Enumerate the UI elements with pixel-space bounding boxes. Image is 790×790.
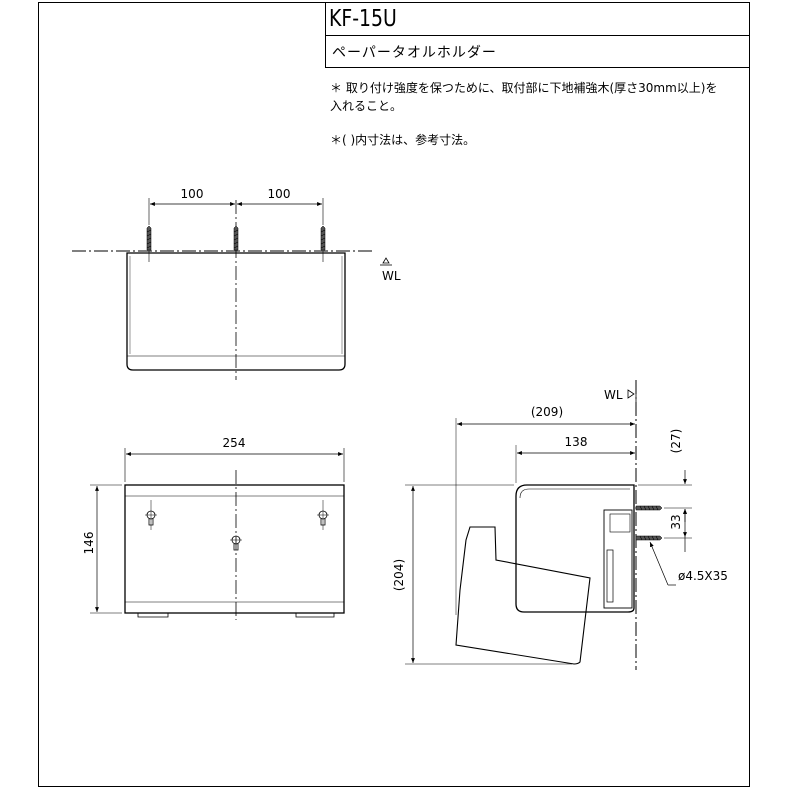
rear-keyhole-center [230, 535, 242, 551]
rear-foot-left [137, 613, 169, 618]
front-view [72, 198, 392, 380]
product-name: ペーパータオルホルダー [332, 45, 497, 61]
front-dim-right-label: 100 [268, 187, 291, 201]
side-dim-depth-label: 138 [565, 435, 588, 449]
rear-dim-height-label: 146 [82, 532, 96, 555]
title-block: KF-15U ペーパータオルホルダー [325, 2, 750, 68]
side-view [405, 380, 692, 670]
front-wl-label: WL [382, 269, 401, 283]
side-screw-spec-label: ø4.5X35 [678, 569, 728, 583]
title-block-model-row: KF-15U [326, 2, 750, 36]
side-body-outline [515, 484, 635, 613]
drawing-border [38, 2, 750, 787]
side-wl-triangle-icon [627, 389, 635, 399]
front-screw-center [233, 225, 239, 251]
side-paper-towel-stack [455, 526, 591, 665]
side-mount-bracket [603, 509, 633, 609]
side-screw-upper [635, 505, 663, 511]
side-dim-top-label: (27) [669, 429, 683, 454]
rear-foot-right [295, 613, 335, 618]
rear-keyhole-left [145, 500, 157, 530]
side-dim-height-total-label: (204) [392, 559, 406, 591]
rear-dim-width-label: 254 [223, 436, 246, 450]
front-screw-left [146, 225, 152, 262]
side-screw-spec-leader [649, 541, 669, 586]
rear-keyhole-right [317, 500, 329, 530]
model-number: KF-15U [329, 6, 397, 32]
front-wl-triangle-icon [382, 257, 390, 264]
rear-view [90, 448, 345, 620]
side-dim-screw-pitch-label: 33 [669, 514, 683, 529]
front-screw-right [320, 225, 326, 262]
note-reference-dimensions: ＊( )内寸法は、参考寸法。 [330, 133, 476, 147]
front-body-outline [126, 252, 346, 371]
front-dim-left-label: 100 [181, 187, 204, 201]
note-reinforcement-line1: ＊ 取り付け強度を保つために、取付部に下地補強木(厚さ30mm以上)を [330, 81, 718, 95]
side-screw-lower [635, 535, 663, 541]
rear-body-outline [124, 484, 345, 614]
side-wl-label: WL [604, 388, 623, 402]
side-dim-depth-total-label: (209) [531, 405, 563, 419]
note-reinforcement-line2: 入れること。 [330, 99, 403, 113]
